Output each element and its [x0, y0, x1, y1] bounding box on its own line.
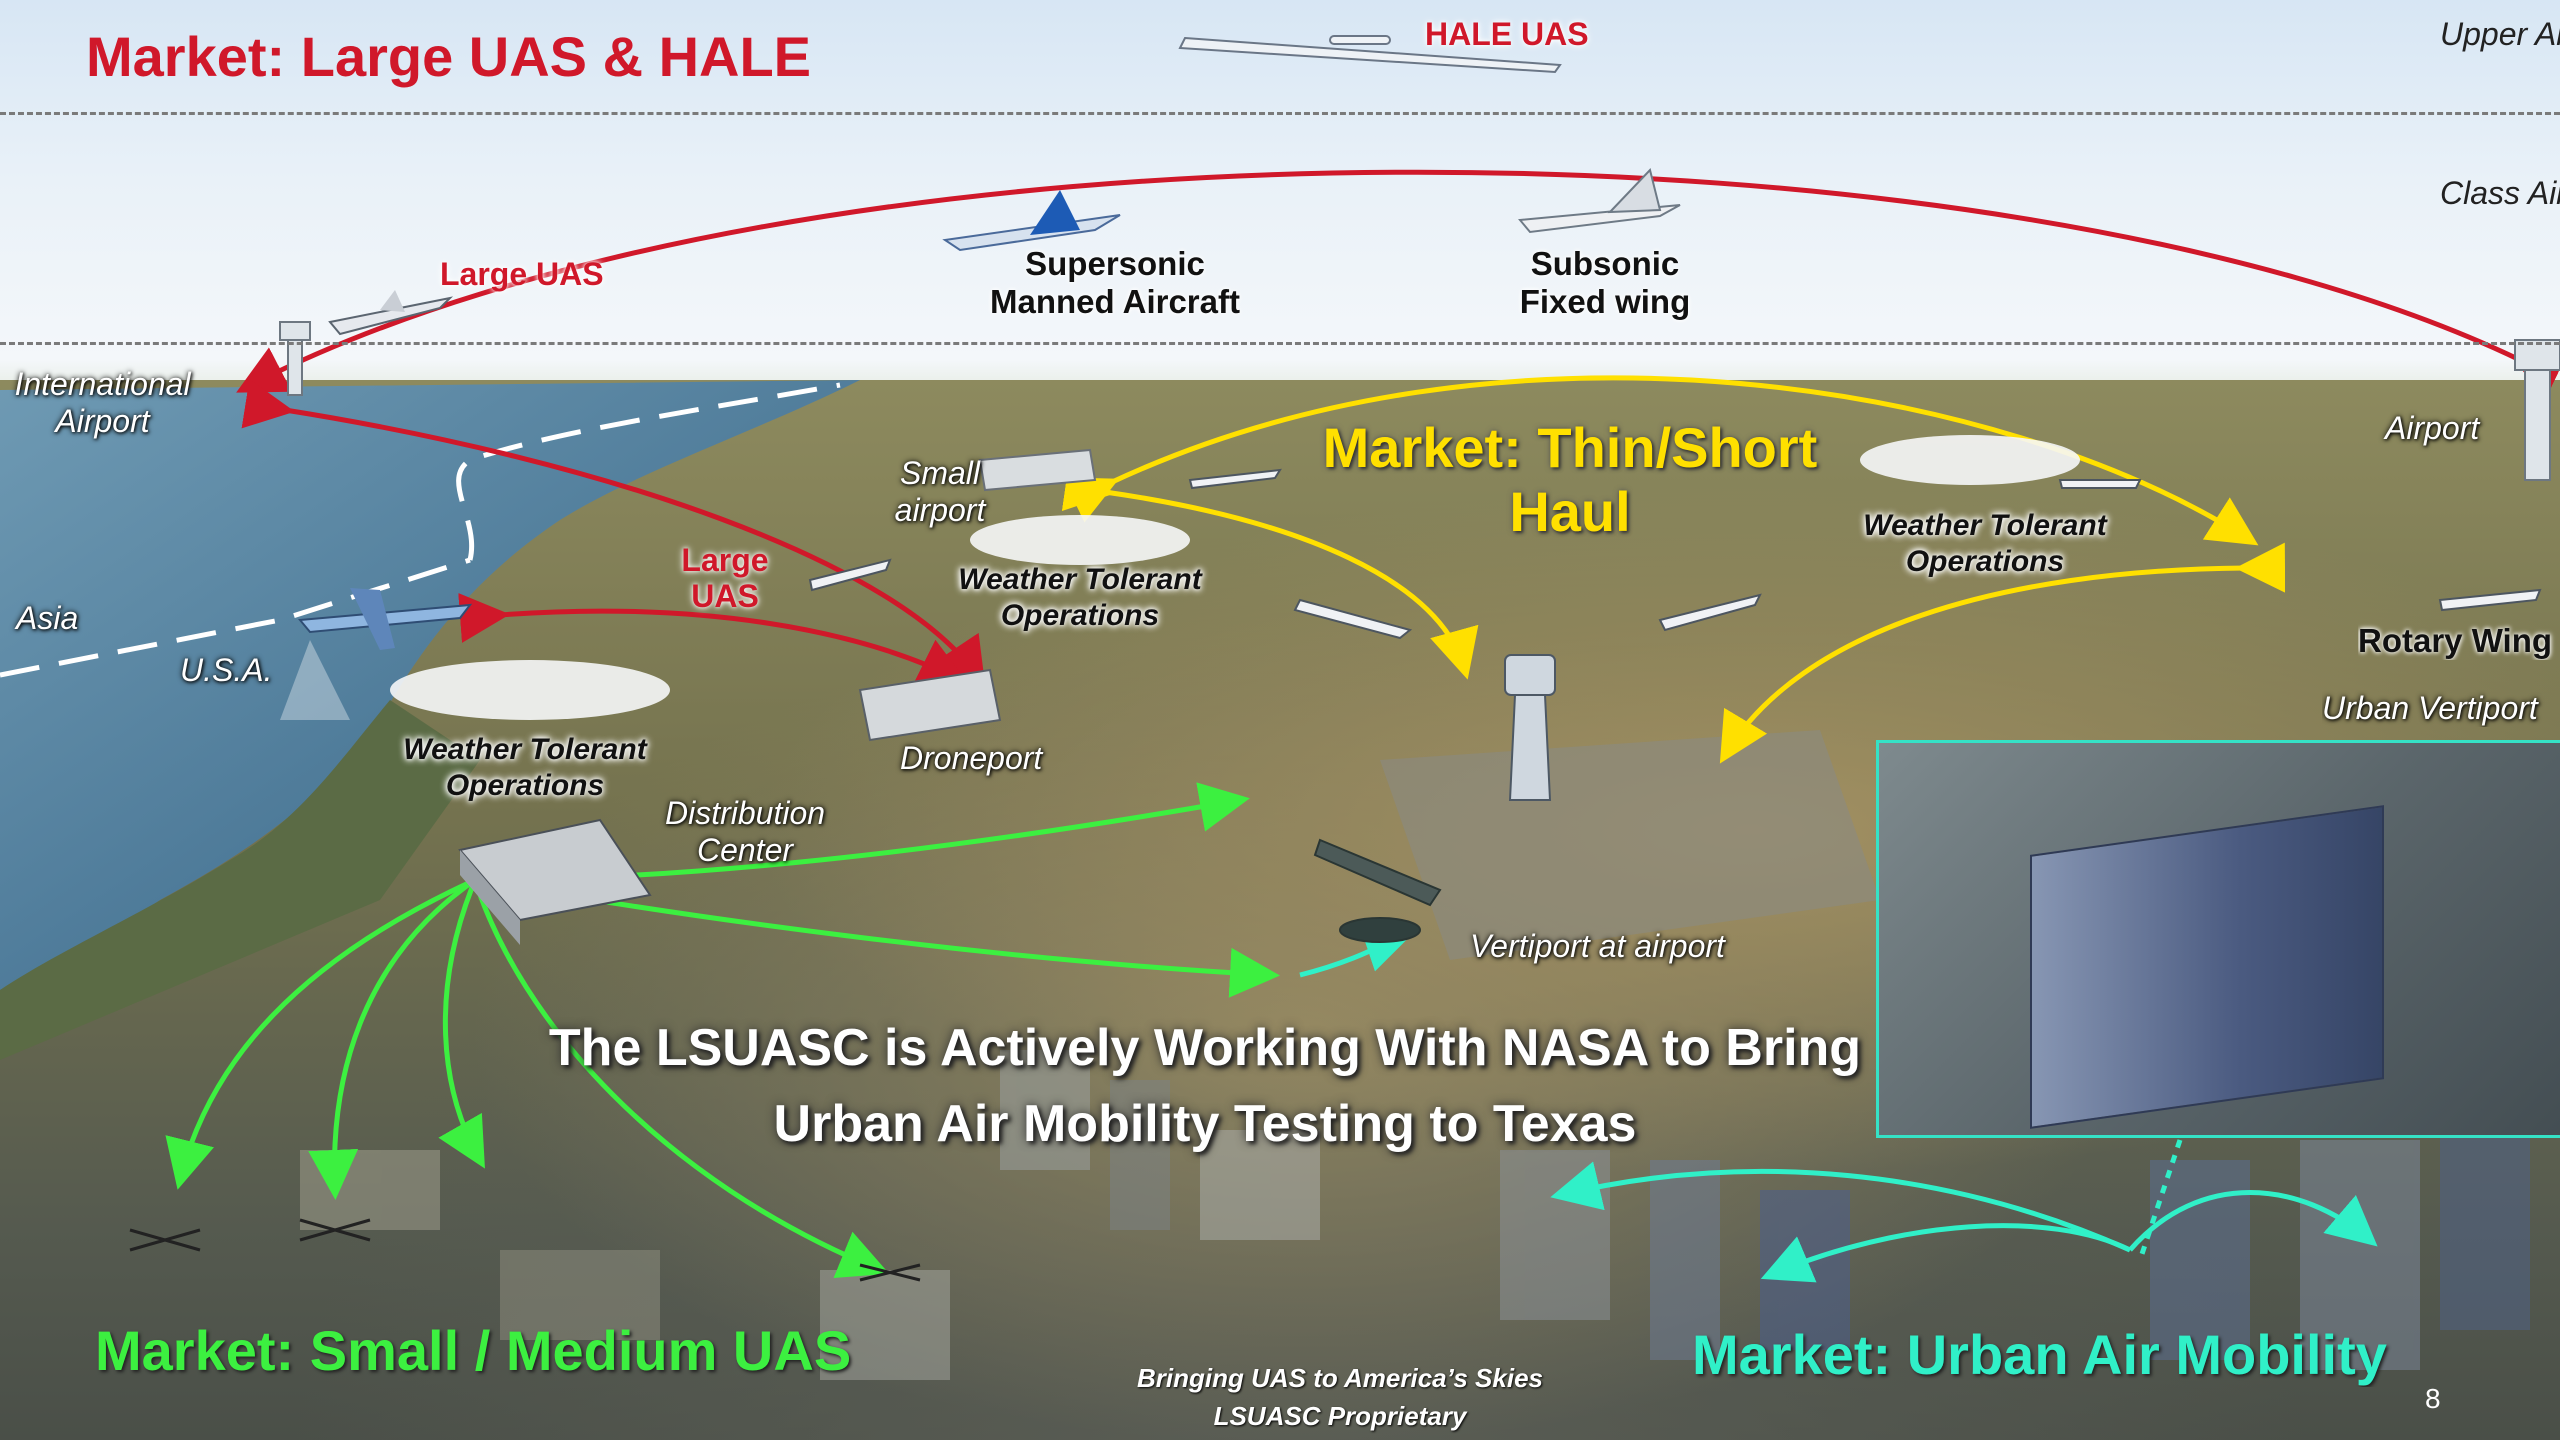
airport-area: [1380, 730, 1880, 960]
class-airspace-boundary: [0, 342, 2560, 345]
large-uas-label-mid: Large UAS: [681, 542, 769, 614]
weather-tolerant-label-2: Weather Tolerant Operations: [403, 733, 647, 802]
upper-airspace-boundary: [0, 112, 2560, 115]
city-blocks: [300, 1050, 2530, 1380]
border-dashed-line: [0, 557, 471, 678]
uam-arcs: [1550, 1161, 2378, 1283]
vertiport-drone: [1313, 838, 1442, 943]
supersonic-label: Supersonic Manned Aircraft: [990, 245, 1240, 320]
droneport-building: [858, 668, 1002, 742]
distribution-center-label: Distribution Center: [664, 795, 826, 868]
clouds: [390, 435, 2080, 720]
market-small-medium-uas-title: Market: Small / Medium UAS: [95, 1319, 852, 1382]
page-title: Market: Large UAS & HALE: [86, 25, 812, 88]
uam-dotted-link: [2137, 1139, 2183, 1261]
droneport-label: Droneport: [900, 740, 1043, 776]
control-tower-intl: [279, 321, 311, 396]
upper-airspace-label: Upper Airspac: [2440, 16, 2560, 52]
usa-label: U.S.A.: [180, 652, 273, 688]
footer-proprietary: LSUASC Proprietary: [1213, 1401, 1467, 1431]
sea-area: [0, 380, 860, 990]
supersonic-aircraft: [942, 190, 1121, 252]
control-tower-right: [2514, 339, 2560, 481]
small-planes: [808, 468, 2542, 640]
hale-uas-aircraft: [1178, 35, 1562, 74]
weather-tolerant-label-1: Weather Tolerant Operations: [958, 563, 1202, 632]
urban-vertiport-label: Urban Vertiport: [2322, 690, 2538, 726]
page-number: 8: [2425, 1383, 2441, 1414]
thin-haul-arc-top: [1063, 375, 2259, 546]
class-airspace-label: Class Airspac: [2440, 175, 2560, 211]
quadcopters: [129, 1218, 921, 1282]
market-thin-short-haul-title: Market: Thin/Short Haul: [1322, 416, 1818, 543]
subsonic-aircraft: [1518, 167, 1681, 234]
market-urban-air-mobility-title: Market: Urban Air Mobility: [1692, 1323, 2387, 1386]
international-airport-label: International Airport: [14, 366, 191, 439]
weather-tolerant-label-3: Weather Tolerant Operations: [1863, 509, 2107, 578]
asia-label: Asia: [16, 600, 79, 636]
large-uas-label-top: Large UAS: [440, 256, 604, 292]
control-tower-center: [1504, 654, 1556, 801]
subsonic-label: Subsonic Fixed wing: [1519, 245, 1691, 320]
hale-uas-label: HALE UAS: [1425, 16, 1589, 52]
urban-vertiport-building: [2030, 805, 2384, 1129]
small-airport-label: Small airport: [894, 455, 986, 528]
drone-over-sea: [280, 588, 473, 720]
rotary-wing-label: Rotary Wing: [2358, 622, 2553, 659]
large-uas-aircraft: [328, 290, 454, 336]
sky-background: [0, 0, 2560, 400]
headline: The LSUASC is Actively Working With NASA…: [548, 1019, 1862, 1153]
thin-haul-arc-small: [1061, 461, 1479, 680]
footer-tagline: Bringing UAS to America’s Skies: [1136, 1363, 1543, 1393]
thin-haul-arc-airport: [1719, 542, 2286, 764]
large-uas-arc-drone: [458, 593, 969, 685]
small-airport: [978, 448, 1097, 492]
distribution-center-building: [458, 818, 652, 945]
large-uas-arc-top: [236, 169, 2560, 400]
airport-right-label: Airport: [2385, 410, 2480, 446]
coast-land: [0, 700, 480, 1060]
vertiport-at-airport-label: Vertiport at airport: [1470, 928, 1725, 964]
